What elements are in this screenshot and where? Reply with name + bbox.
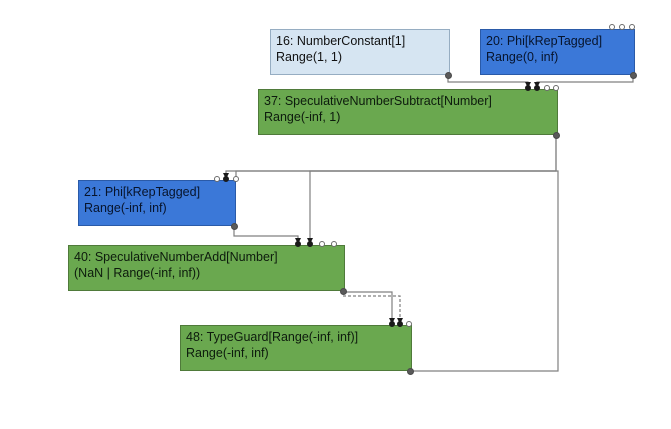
node-20-input-port-0[interactable]	[609, 24, 615, 30]
node-37-label-line2: Range(-inf, 1)	[264, 110, 341, 125]
node-20-input-port-2[interactable]	[629, 24, 635, 30]
edge-21-to-40	[233, 227, 299, 244]
node-37-input-port-1[interactable]	[534, 85, 540, 91]
node-37-input-port-2[interactable]	[544, 85, 550, 91]
node-21-label-line2: Range(-inf, inf)	[84, 201, 167, 216]
node-40-input-port-1[interactable]	[307, 241, 313, 247]
node-16[interactable]: 16: NumberConstant[1] Range(1, 1)	[270, 29, 450, 75]
node-21-input-port-0[interactable]	[214, 176, 220, 182]
node-37-output-port[interactable]	[553, 132, 560, 139]
node-48[interactable]: 48: TypeGuard[Range(-inf, inf)] Range(-i…	[180, 325, 412, 371]
node-16-label-line1: 16: NumberConstant[1]	[276, 34, 406, 48]
node-21-input-port-2[interactable]	[233, 176, 239, 182]
node-48-label-line1: 48: TypeGuard[Range(-inf, inf)]	[186, 330, 359, 344]
node-37[interactable]: 37: SpeculativeNumberSubtract[Number] Ra…	[258, 89, 558, 135]
node-48-label-line2: Range(-inf, inf)	[186, 346, 269, 361]
node-20-output-port[interactable]	[630, 72, 637, 79]
node-21[interactable]: 21: Phi[kRepTagged] Range(-inf, inf)	[78, 180, 236, 226]
node-21-input-port-1[interactable]	[223, 176, 229, 182]
node-48-input-port-0[interactable]	[389, 321, 395, 327]
node-20-label-line2: Range(0, inf)	[486, 50, 559, 65]
edge-48-to-21	[235, 170, 559, 372]
node-40-input-port-0[interactable]	[295, 241, 301, 247]
node-40-output-port[interactable]	[340, 288, 347, 295]
node-40-input-port-2[interactable]	[319, 241, 325, 247]
edge-20-to-37	[536, 76, 634, 88]
node-37-label-line1: 37: SpeculativeNumberSubtract[Number]	[264, 94, 492, 108]
node-48-input-port-1[interactable]	[397, 321, 403, 327]
node-40-label-line2: (NaN | Range(-inf, inf))	[74, 266, 201, 281]
node-20-label-line1: 20: Phi[kRepTagged]	[486, 34, 603, 48]
node-20[interactable]: 20: Phi[kRepTagged] Range(0, inf)	[480, 29, 635, 75]
node-40-label-line1: 40: SpeculativeNumberAdd[Number]	[74, 250, 278, 264]
node-40[interactable]: 40: SpeculativeNumberAdd[Number] (NaN | …	[68, 245, 345, 291]
node-21-output-port[interactable]	[231, 223, 238, 230]
node-16-label-line2: Range(1, 1)	[276, 50, 343, 65]
edge-37-to-40	[309, 136, 557, 244]
edge-40-to-48-value	[343, 291, 393, 324]
node-40-input-port-3[interactable]	[331, 241, 337, 247]
node-21-label-line1: 21: Phi[kRepTagged]	[84, 185, 201, 199]
node-48-output-port[interactable]	[407, 368, 414, 375]
node-37-input-port-0[interactable]	[525, 85, 531, 91]
edge-37-to-21	[225, 136, 557, 179]
node-20-input-port-1[interactable]	[619, 24, 625, 30]
edge-40-to-48-effect	[343, 295, 401, 324]
node-37-input-port-3[interactable]	[553, 85, 559, 91]
node-48-input-port-2[interactable]	[406, 321, 412, 327]
node-16-output-port[interactable]	[445, 72, 452, 79]
edge-16-to-37	[447, 76, 529, 88]
